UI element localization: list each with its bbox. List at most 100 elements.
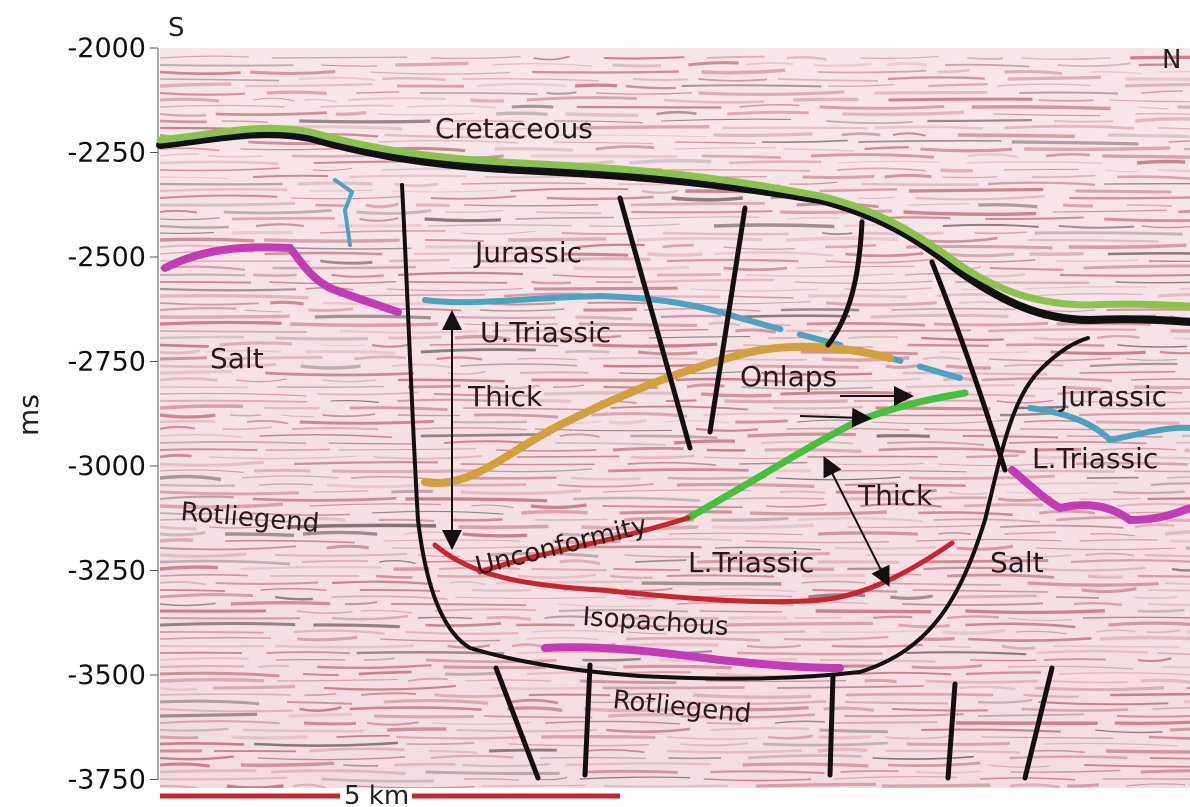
seismic-reflector-stroke (873, 617, 912, 618)
seismic-reflector-stroke (818, 562, 899, 563)
seismic-reflector-stroke (160, 337, 244, 338)
seismic-reflector-stroke (907, 743, 1010, 744)
seismic-reflector-stroke (232, 232, 293, 233)
seismic-reflector-stroke (388, 337, 441, 338)
seismic-reflector-stroke (231, 603, 330, 604)
seismic-reflector-stroke (1088, 576, 1123, 577)
seismic-reflector-stroke (1171, 541, 1190, 542)
seismic-reflector-stroke (379, 520, 434, 521)
seismic-reflector-stroke (160, 449, 257, 450)
seismic-reflector-stroke (1024, 148, 1170, 150)
seismic-reflector-stroke (160, 680, 264, 681)
seismic-reflector-stroke (160, 737, 198, 738)
seismic-reflector-stroke (727, 112, 809, 114)
seismic-reflector-stroke (940, 352, 1028, 353)
seismic-reflector-stroke (1069, 197, 1190, 198)
seismic-reflector-stroke (874, 92, 987, 93)
seismic-reflector-stroke (1063, 205, 1093, 206)
seismic-reflector-stroke (571, 478, 641, 479)
seismic-reflector-stroke (299, 121, 430, 122)
orientation-south: S (168, 13, 185, 43)
seismic-reflector-stroke (725, 401, 848, 402)
seismic-reflector-stroke (160, 540, 193, 541)
seismic-reflector-stroke (1178, 107, 1190, 109)
seismic-reflector-stroke (647, 254, 702, 255)
seismic-reflector-stroke (1030, 254, 1084, 255)
label-jurassic-right: Jurassic (1058, 380, 1167, 413)
seismic-reflector-stroke (160, 421, 215, 422)
seismic-reflector-stroke (819, 736, 871, 738)
seismic-reflector-stroke (713, 134, 812, 136)
seismic-reflector-stroke (1051, 352, 1146, 353)
seismic-reflector-stroke (416, 205, 450, 206)
seismic-reflector-stroke (241, 763, 334, 765)
seismic-reflector-stroke (298, 183, 373, 184)
seismic-reflector-stroke (1054, 121, 1113, 122)
seismic-reflector-stroke (160, 275, 245, 276)
seismic-reflector-stroke (405, 282, 507, 283)
seismic-reflector-stroke (398, 415, 460, 416)
seismic-reflector-stroke (160, 322, 282, 324)
seismic-reflector-stroke (642, 583, 781, 584)
seismic-reflector-stroke (425, 772, 559, 774)
seismic-reflector-stroke (160, 623, 295, 625)
seismic-reflector-stroke (862, 184, 979, 185)
seismic-reflector-stroke (387, 729, 446, 730)
seismic-reflector-stroke (582, 659, 640, 660)
seismic-reflector-stroke (306, 351, 395, 353)
seismic-reflector-stroke (160, 770, 256, 772)
seismic-reflector-stroke (517, 456, 620, 457)
seismic-reflector-stroke (315, 316, 431, 318)
seismic-reflector-stroke (1149, 261, 1190, 262)
seismic-reflector-stroke (965, 611, 1105, 613)
seismic-reflector-stroke (489, 750, 557, 751)
y-tick-label: -3750 (68, 765, 146, 796)
seismic-reflector-stroke (922, 639, 955, 640)
seismic-reflector-stroke (272, 267, 415, 268)
seismic-reflector-stroke (978, 205, 1037, 207)
seismic-reflector-stroke (265, 449, 329, 450)
seismic-reflector-stroke (160, 331, 307, 332)
seismic-reflector-stroke (470, 100, 504, 101)
seismic-reflector-stroke (160, 316, 290, 317)
seismic-reflector-stroke (1022, 709, 1128, 711)
seismic-reflector-stroke (1069, 245, 1187, 247)
seismic-reflector-stroke (908, 345, 989, 346)
seismic-reflector-stroke (765, 450, 862, 452)
seismic-reflector-stroke (1117, 716, 1190, 717)
label-cretaceous: Cretaceous (435, 112, 593, 145)
seismic-reflector-stroke (732, 316, 850, 317)
seismic-reflector-stroke (622, 644, 718, 646)
seismic-reflector-stroke (970, 660, 1036, 661)
seismic-reflector-stroke (1057, 323, 1151, 324)
seismic-reflector-stroke (885, 175, 932, 177)
y-axis-label: ms (12, 394, 45, 436)
label-l-triassic-right: L.Triassic (1032, 442, 1158, 475)
label-thick-right: Thick (857, 479, 933, 512)
seismic-reflector-stroke (1044, 659, 1105, 660)
seismic-reflector-stroke (160, 666, 244, 667)
seismic-reflector-stroke (160, 714, 257, 716)
seismic-reflector-stroke (391, 491, 432, 492)
seismic-reflector-stroke (265, 253, 383, 254)
seismic-reflector-stroke (267, 92, 327, 93)
seismic-reflector-stroke (445, 673, 500, 674)
seismic-reflector-stroke (565, 351, 609, 352)
seismic-reflector-stroke (315, 205, 349, 206)
seismic-reflector-stroke (520, 372, 588, 373)
seismic-reflector-stroke (1108, 253, 1190, 254)
seismic-reflector-stroke (583, 309, 636, 310)
seismic-reflector-stroke (529, 695, 610, 696)
seismic-reflector-stroke (1184, 149, 1190, 150)
seismic-reflector-stroke (1186, 548, 1190, 550)
seismic-reflector-stroke (587, 771, 677, 772)
fault-b3 (830, 675, 833, 775)
seismic-reflector-stroke (160, 358, 207, 359)
seismic-reflector-stroke (926, 681, 1038, 683)
seismic-reflector-stroke (313, 625, 399, 627)
seismic-reflector-stroke (588, 303, 649, 304)
seismic-reflector-stroke (531, 156, 677, 157)
seismic-reflector-stroke (160, 743, 244, 744)
seismic-reflector-stroke (425, 219, 501, 221)
seismic-reflector-stroke (829, 330, 971, 331)
